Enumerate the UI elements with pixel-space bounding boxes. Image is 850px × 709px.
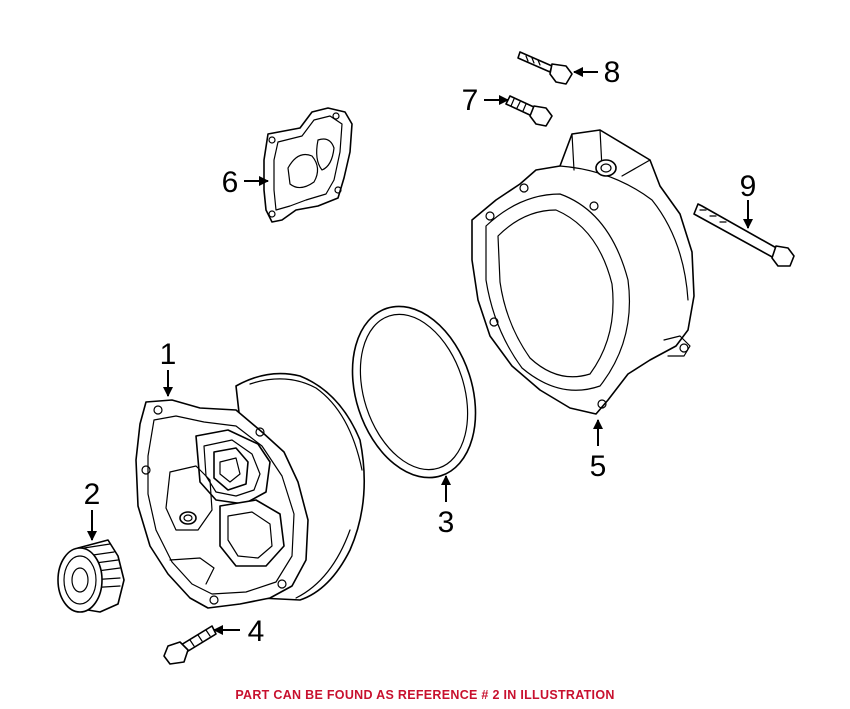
callout-8: 8 [573,56,621,89]
callout-2: 2 [84,478,101,541]
bolt-part-8 [517,51,573,85]
callout-label-8: 8 [604,56,621,89]
callout-5: 5 [590,419,607,483]
pulley-part-2 [57,539,125,613]
callout-label-9: 9 [740,170,757,203]
callout-6: 6 [222,166,269,199]
callout-label-5: 5 [590,450,607,483]
callout-label-7: 7 [462,84,479,117]
callout-label-3: 3 [438,506,455,539]
callout-label-2: 2 [84,478,101,511]
callout-7: 7 [462,84,509,117]
gasket-plate-part-6 [263,107,353,223]
long-bolt-part-9 [693,203,795,267]
callout-label-6: 6 [222,166,239,199]
bolt-part-4 [163,625,217,665]
callout-label-1: 1 [160,338,177,371]
callout-3: 3 [438,475,455,539]
reference-caption: PART CAN BE FOUND AS REFERENCE # 2 IN IL… [235,688,615,702]
bolt-part-7 [505,95,553,127]
callout-1: 1 [160,338,177,397]
callout-9: 9 [740,170,757,229]
pump-body-part-1 [135,372,366,609]
housing-cover-part-5 [471,129,695,415]
callout-4: 4 [213,615,265,648]
callout-label-4: 4 [248,615,265,648]
